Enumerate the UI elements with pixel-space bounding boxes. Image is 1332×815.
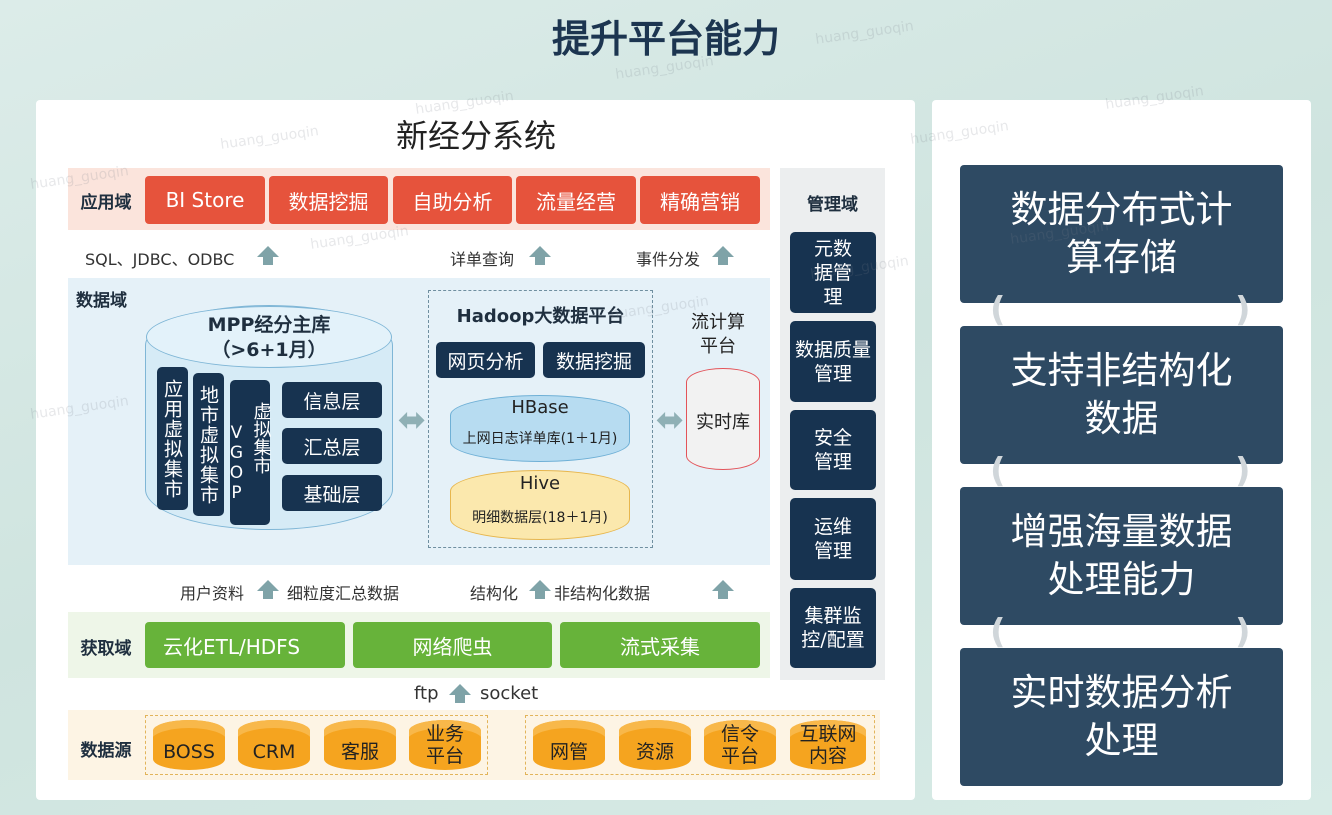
- source-resource: 资源: [619, 720, 691, 770]
- hbase-desc: 上网日志详单库(1＋1月): [462, 431, 618, 447]
- source-group-1: [145, 715, 488, 775]
- mgmt-security[interactable]: 安全管理: [790, 410, 876, 490]
- mgmt-quality-label: 数据质量管理: [794, 338, 871, 385]
- arrow-label-detail: 详单查询: [450, 250, 515, 269]
- source-group-2: [525, 715, 875, 775]
- source-signaling: 信令平台: [704, 720, 776, 770]
- hbase-title: HBase: [511, 396, 569, 418]
- source-label: 数据源: [80, 740, 132, 761]
- app-self-analysis[interactable]: 自助分析: [393, 176, 512, 224]
- double-arrow-icon: ⬌: [655, 400, 685, 440]
- app-domain-label: 应用域: [80, 192, 132, 213]
- arrow-label-unstructured: 非结构化数据: [554, 584, 651, 603]
- mgmt-ops-label: 运维管理: [813, 516, 852, 562]
- arrow-label-socket: socket: [480, 683, 539, 704]
- mgmt-metadata-label: 元数据管理: [813, 237, 852, 308]
- capability-label: 实时数据分析处理: [1010, 671, 1233, 762]
- source-internet-label: 互联网内容: [799, 723, 857, 767]
- management-label: 管理域: [807, 194, 858, 215]
- source-internet: 互联网内容: [790, 720, 866, 770]
- up-arrow-icon: [529, 580, 551, 599]
- city-virtual-mart-label: 地市虚拟集市: [197, 384, 219, 505]
- realtime-db-cylinder: [686, 368, 760, 470]
- capability-unstructured: 支持非结构化数据: [960, 326, 1283, 464]
- mgmt-metadata[interactable]: 元数据管理: [790, 232, 876, 313]
- source-signaling-label: 信令平台: [720, 723, 759, 767]
- layer-info: 信息层: [282, 382, 382, 418]
- capability-label: 支持非结构化数据: [1010, 349, 1233, 440]
- hive-desc: 明细数据层(18＋1月): [472, 510, 608, 526]
- link-icon: (: [990, 451, 1006, 491]
- vgop-text: 虚拟集市: [250, 401, 272, 474]
- link-icon: ): [1235, 451, 1251, 491]
- hbase-cylinder: [450, 395, 630, 462]
- source-crm: CRM: [238, 720, 310, 770]
- layer-base: 基础层: [282, 475, 382, 511]
- double-arrow-icon: ⬌: [397, 400, 427, 440]
- up-arrow-icon: [257, 246, 279, 265]
- app-bi-store[interactable]: BI Store: [145, 176, 265, 224]
- capability-label: 增强海量数据处理能力: [1010, 510, 1233, 601]
- hadoop-web-analysis: 网页分析: [436, 342, 535, 378]
- mgmt-cluster[interactable]: 集群监控/配置: [790, 588, 876, 668]
- app-traffic-ops[interactable]: 流量经营: [516, 176, 636, 224]
- up-arrow-icon: [529, 246, 551, 265]
- hadoop-title: Hadoop大数据平台: [456, 306, 625, 327]
- capability-label: 数据分布式计算存储: [1010, 188, 1233, 279]
- up-arrow-icon: [712, 246, 734, 265]
- source-biz-label: 业务平台: [425, 723, 464, 767]
- mpp-cylinder-top: [146, 306, 392, 368]
- hive-cylinder: [450, 470, 630, 540]
- stream-title: 流计算平台: [691, 312, 745, 357]
- capability-massive: 增强海量数据处理能力: [960, 487, 1283, 625]
- layer-summary: 汇总层: [282, 428, 382, 464]
- arrow-label-fine: 细粒度汇总数据: [287, 584, 400, 603]
- source-boss: BOSS: [153, 720, 225, 770]
- mgmt-ops[interactable]: 运维管理: [790, 498, 876, 580]
- source-biz: 业务平台: [409, 720, 481, 770]
- link-icon: ): [1235, 290, 1251, 330]
- source-cs: 客服: [324, 720, 396, 770]
- up-arrow-icon: [257, 580, 279, 599]
- arrow-label-event: 事件分发: [636, 250, 701, 269]
- page-title: 提升平台能力: [551, 16, 780, 61]
- link-icon: (: [990, 612, 1006, 652]
- arrow-label-structured: 结构化: [470, 584, 519, 603]
- up-arrow-icon: [449, 684, 471, 703]
- app-data-mining[interactable]: 数据挖掘: [269, 176, 388, 224]
- data-domain-label: 数据域: [76, 291, 127, 311]
- mgmt-security-label: 安全管理: [813, 427, 852, 473]
- acquire-etl[interactable]: 云化ETL/HDFS: [145, 622, 345, 668]
- mpp-title: MPP经分主库: [207, 313, 331, 336]
- mpp-subtitle: （>6+1月）: [211, 338, 327, 361]
- arrow-label-ftp: ftp: [414, 683, 439, 704]
- mgmt-quality[interactable]: 数据质量管理: [790, 321, 876, 402]
- system-title: 新经分系统: [395, 117, 556, 155]
- link-icon: (: [990, 290, 1006, 330]
- source-nms: 网管: [533, 720, 605, 770]
- hadoop-data-mining: 数据挖掘: [543, 342, 645, 378]
- acquire-label: 获取域: [80, 638, 132, 659]
- hive-title: Hive: [519, 472, 561, 494]
- arrow-label-sql: SQL、JDBC、ODBC: [85, 250, 235, 269]
- realtime-db-label: 实时库: [696, 412, 750, 433]
- arrow-label-user: 用户资料: [180, 584, 245, 603]
- app-precision-marketing[interactable]: 精确营销: [640, 176, 760, 224]
- acquire-crawler[interactable]: 网络爬虫: [353, 622, 552, 668]
- link-icon: ): [1235, 612, 1251, 652]
- acquire-stream[interactable]: 流式采集: [560, 622, 760, 668]
- up-arrow-icon: [712, 580, 734, 599]
- vgop-letters: VGOP: [226, 422, 247, 503]
- capability-realtime: 实时数据分析处理: [960, 648, 1283, 786]
- capability-distributed: 数据分布式计算存储: [960, 165, 1283, 303]
- app-virtual-mart-label: 应用虚拟集市: [161, 378, 183, 499]
- hadoop-box: [428, 290, 653, 548]
- city-virtual-mart: 地市虚拟集市: [193, 373, 224, 516]
- app-virtual-mart: 应用虚拟集市: [157, 367, 188, 510]
- mgmt-cluster-label: 集群监控/配置: [801, 605, 865, 651]
